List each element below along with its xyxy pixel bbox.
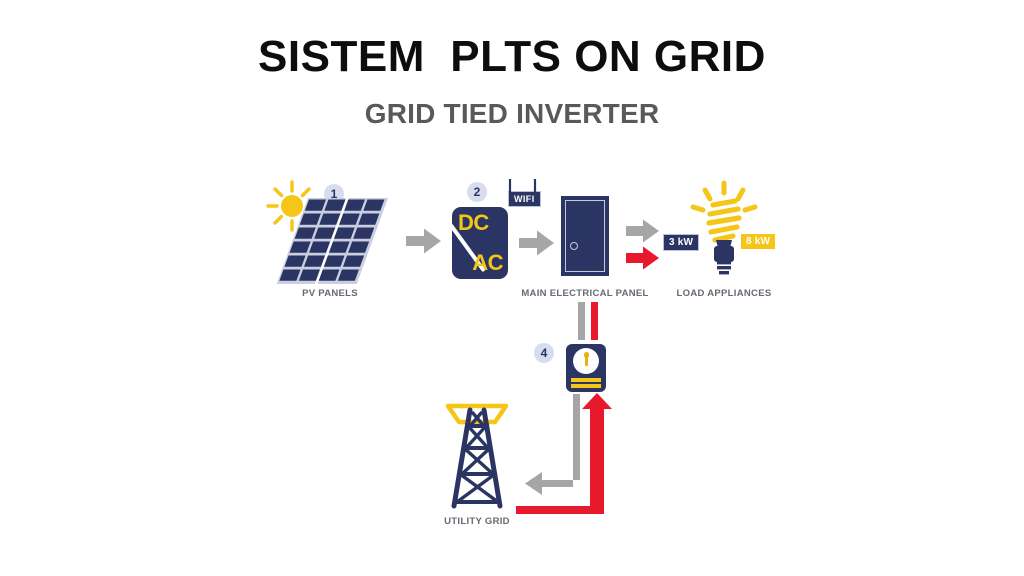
meter-bar-1 bbox=[571, 378, 601, 382]
meter-icon bbox=[566, 344, 606, 392]
flow-arrow-pv-to-inverter bbox=[406, 228, 442, 254]
page-title: SISTEM PLTS ON GRID bbox=[258, 32, 766, 81]
transmission-tower-icon bbox=[438, 398, 516, 510]
caption-pv-panels: PV PANELS bbox=[302, 288, 358, 299]
inverter-label-ac: AC bbox=[472, 250, 503, 275]
flow-arrow-meter-to-grid-gray bbox=[520, 394, 600, 495]
inverter-label-dc: DC bbox=[458, 210, 489, 235]
flow-arrow-panel-to-load-red bbox=[626, 246, 660, 270]
page-subtitle: GRID TIED INVERTER bbox=[364, 98, 660, 129]
panel-knob bbox=[570, 242, 578, 250]
solar-panel-icon bbox=[276, 198, 398, 286]
electrical-panel-icon bbox=[561, 196, 609, 276]
light-bulb-icon bbox=[688, 180, 760, 276]
caption-main-electrical-panel: MAIN ELECTRICAL PANEL bbox=[521, 288, 649, 299]
inverter-icon: DC AC bbox=[446, 207, 508, 279]
caption-load-appliances: LOAD APPLIANCES bbox=[676, 288, 772, 299]
flow-arrow-grid-to-meter-red bbox=[516, 392, 616, 522]
step-badge-meter: 4 bbox=[534, 343, 554, 363]
wifi-chip: WIFI bbox=[508, 191, 541, 207]
flow-line-panel-to-meter-red bbox=[591, 302, 599, 340]
panel-inner-frame bbox=[565, 200, 605, 272]
caption-utility-grid: UTILITY GRID bbox=[444, 516, 510, 527]
flow-arrow-panel-to-load-gray bbox=[626, 219, 660, 243]
wifi-antenna-icon bbox=[506, 178, 540, 194]
flow-arrow-inverter-to-panel bbox=[519, 230, 555, 256]
badge-load-draw: 3 kW bbox=[663, 234, 700, 251]
step-badge-inverter: 2 bbox=[467, 182, 487, 202]
meter-bar-2 bbox=[571, 384, 601, 388]
meter-needle bbox=[583, 352, 589, 366]
flow-line-panel-to-meter-gray bbox=[578, 302, 586, 340]
badge-load-capacity: 8 kW bbox=[741, 234, 776, 249]
